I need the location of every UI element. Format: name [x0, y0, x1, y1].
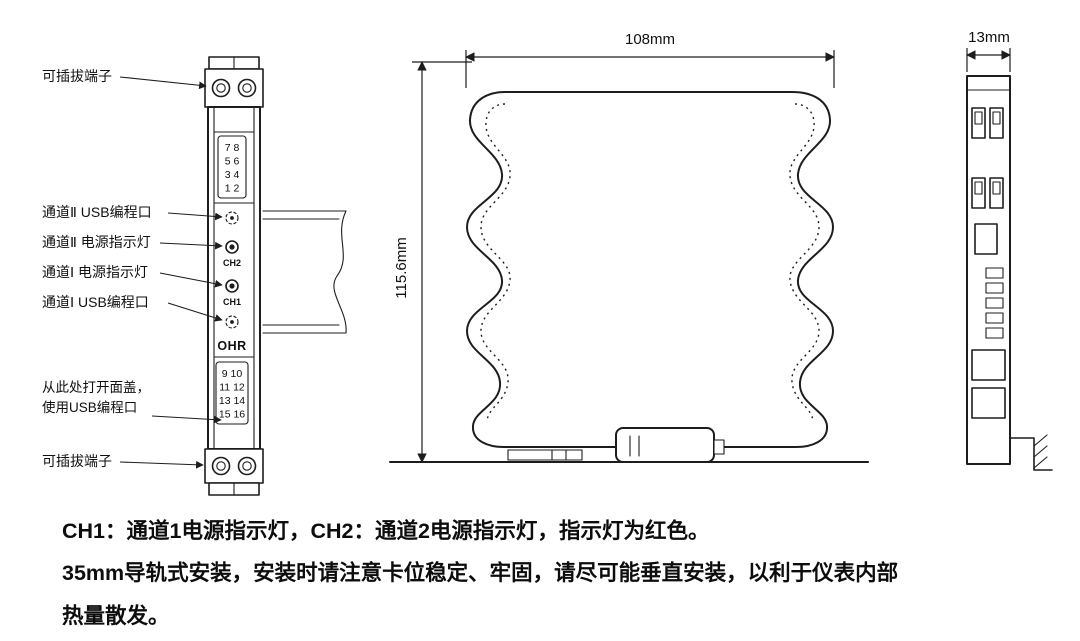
terminal-row: 15 16	[219, 409, 245, 421]
note-line-2: 35mm导轨式安装，安装时请注意卡位稳定、牢固，请尽可能垂直安装，以利于仪表内部	[62, 561, 899, 586]
din-clip	[507, 427, 725, 463]
ch1-led-indicator	[225, 279, 239, 293]
height-dimension: 115.6mm	[393, 61, 472, 463]
terminal-row: 3 4	[225, 169, 240, 181]
notes-section: CH1：通道1电源指示灯，CH2：通道2电源指示灯，指示灯为红色。 35mm导轨…	[0, 505, 1080, 633]
side-view-drawing: 108mm 115.6mm	[389, 31, 869, 463]
terminal-row: 5 6	[225, 156, 240, 168]
width-dim-text: 108mm	[625, 31, 675, 48]
module-front: 7 8 5 6 3 4 1 2 CH2 CH1	[204, 56, 264, 496]
label-ch2-power-led: 通道Ⅱ 电源指示灯	[42, 234, 151, 250]
height-dim-text: 115.6mm	[393, 237, 410, 298]
note-line-3: 热量散发。	[62, 603, 170, 628]
dotted-contour-left	[480, 103, 511, 423]
terminal-screw-bottom-right	[237, 456, 257, 476]
front-view-drawing: 7 8 5 6 3 4 1 2 CH2 CH1	[42, 56, 347, 496]
housing-profile	[466, 91, 834, 448]
ch1-usb-port-icon	[225, 315, 239, 329]
terminal-row: 11 12	[219, 382, 245, 394]
thickness-dimension: 13mm	[966, 29, 1011, 72]
note-line-1: CH1：通道1电源指示灯，CH2：通道2电源指示灯，指示灯为红色。	[62, 519, 710, 543]
diagram-svg: 7 8 5 6 3 4 1 2 CH2 CH1	[42, 29, 1053, 496]
ch2-led-indicator	[225, 240, 239, 254]
terminal-numbers-top: 7 8 5 6 3 4 1 2	[217, 135, 247, 199]
label-pluggable-terminal-bottom: 可插拔端子	[42, 453, 112, 469]
module-side	[966, 75, 1053, 471]
terminal-row: 13 14	[219, 395, 245, 407]
terminal-screw-bottom-left	[211, 456, 231, 476]
label-open-cover-line1: 从此处打开面盖，	[42, 379, 150, 395]
width-dimension: 108mm	[465, 31, 835, 88]
thickness-dim-text: 13mm	[968, 29, 1010, 46]
label-ch1-usb-port: 通道Ⅰ USB编程口	[42, 294, 149, 310]
vent-slots	[985, 267, 1004, 339]
terminal-row: 1 2	[225, 183, 240, 195]
rail-hook	[1009, 434, 1053, 471]
brand-logo: OHR	[217, 339, 246, 353]
dimension-diagram: 7 8 5 6 3 4 1 2 CH2 CH1	[42, 29, 1053, 496]
dotted-contour-right	[789, 103, 820, 423]
terminal-screw-top-right	[237, 78, 257, 98]
din-rail	[262, 210, 347, 334]
terminal-screw-top-left	[211, 78, 231, 98]
terminal-numbers-bottom: 9 10 11 12 13 14 15 16	[215, 361, 249, 425]
front-view-callouts: 可插拔端子 通道Ⅱ USB编程口 通道Ⅱ 电源指示灯 通道Ⅰ 电源指示灯 通道Ⅰ…	[42, 68, 223, 469]
label-ch1-power-led: 通道Ⅰ 电源指示灯	[42, 264, 148, 280]
label-ch2-usb-port: 通道Ⅱ USB编程口	[42, 204, 152, 220]
ch1-text: CH1	[223, 297, 241, 307]
label-pluggable-terminal-top: 可插拔端子	[42, 68, 112, 84]
ch2-usb-port-icon	[225, 211, 239, 225]
terminal-row: 9 10	[222, 368, 243, 380]
label-open-cover-line2: 使用USB编程口	[42, 399, 137, 415]
ch2-text: CH2	[223, 258, 241, 268]
profile-view-drawing: 13mm	[966, 29, 1053, 471]
terminal-row: 7 8	[225, 142, 240, 154]
